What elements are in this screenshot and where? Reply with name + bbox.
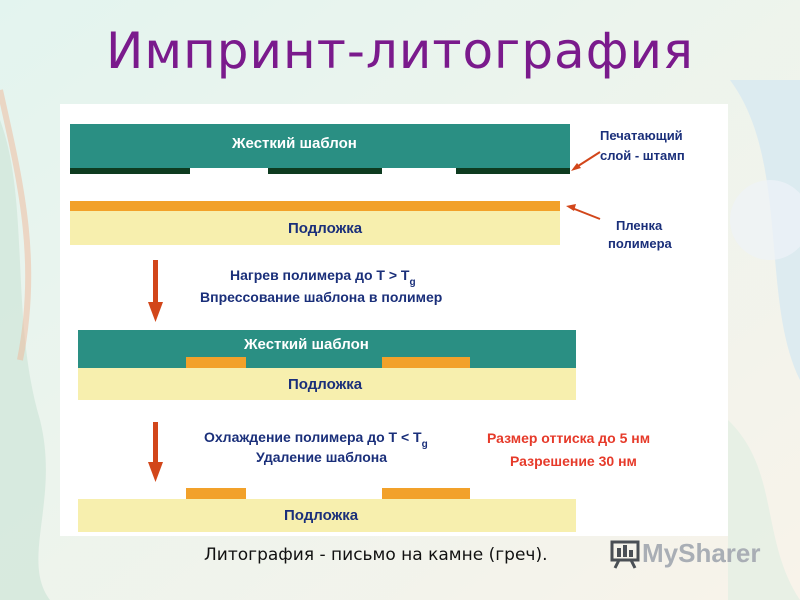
step2-arrow-shaft [153, 422, 158, 466]
pressed-substrate-label: Подложка [288, 376, 363, 393]
step2-line1-text: Охлаждение полимера до T < T [204, 429, 422, 445]
polymer-film-label: Пленка [616, 218, 663, 233]
pressed-polymer-2 [382, 357, 470, 368]
presentation-board-icon [610, 540, 640, 569]
pressed-template-label: Жесткий шаблон [243, 336, 369, 353]
pressed-template-block [78, 330, 576, 368]
polymer-film [70, 201, 560, 211]
template-block [70, 124, 570, 168]
result-line1: Размер оттиска до 5 нм [487, 430, 650, 446]
polymer-film-label-2: полимера [608, 236, 673, 251]
step1-subscript-g: g [409, 277, 415, 288]
print-layer-label-2: слой - штамп [600, 148, 685, 163]
step1-line2: Впрессование шаблона в полимер [200, 289, 442, 305]
pressed-substrate-block [78, 368, 576, 400]
slide-caption: Литография - письмо на камне (греч). [204, 545, 548, 565]
site-logo-text: MySharer [642, 538, 761, 568]
slide-title: Импринт-литография [105, 22, 695, 80]
print-layer-label: Печатающий [600, 128, 683, 143]
pressed-polymer-1 [186, 357, 246, 368]
substrate-label: Подложка [288, 220, 363, 237]
final-substrate-label: Подложка [284, 507, 359, 524]
final-polymer-2 [382, 488, 470, 499]
diagram-panel [60, 104, 728, 536]
step2-line1: Охлаждение полимера до T < Tg [204, 429, 428, 450]
template-label: Жесткий шаблон [231, 135, 357, 152]
final-polymer-1 [186, 488, 246, 499]
step2-subscript-g: g [422, 439, 428, 450]
print-layer-arrow [574, 151, 601, 169]
result-line2: Разрешение 30 нм [510, 453, 637, 469]
final-substrate-block [78, 499, 576, 532]
step1-line1-text: Нагрев полимера до T > T [230, 267, 410, 283]
polymer-film-arrow [571, 207, 601, 220]
step2-arrowhead [148, 462, 163, 482]
step1-arrowhead [148, 302, 163, 322]
step2-line2: Удаление шаблона [256, 449, 387, 465]
print-layer-arrowhead [571, 163, 581, 171]
stamp-layer [70, 168, 570, 174]
step1-line1: Нагрев полимера до T > Tg [230, 267, 416, 288]
polymer-film-arrowhead [566, 204, 576, 211]
substrate-block [70, 211, 560, 245]
imprint-lithography-diagram: Жесткий шаблон Печатающий слой - штамп П… [60, 104, 728, 536]
step1-arrow-shaft [153, 260, 158, 306]
